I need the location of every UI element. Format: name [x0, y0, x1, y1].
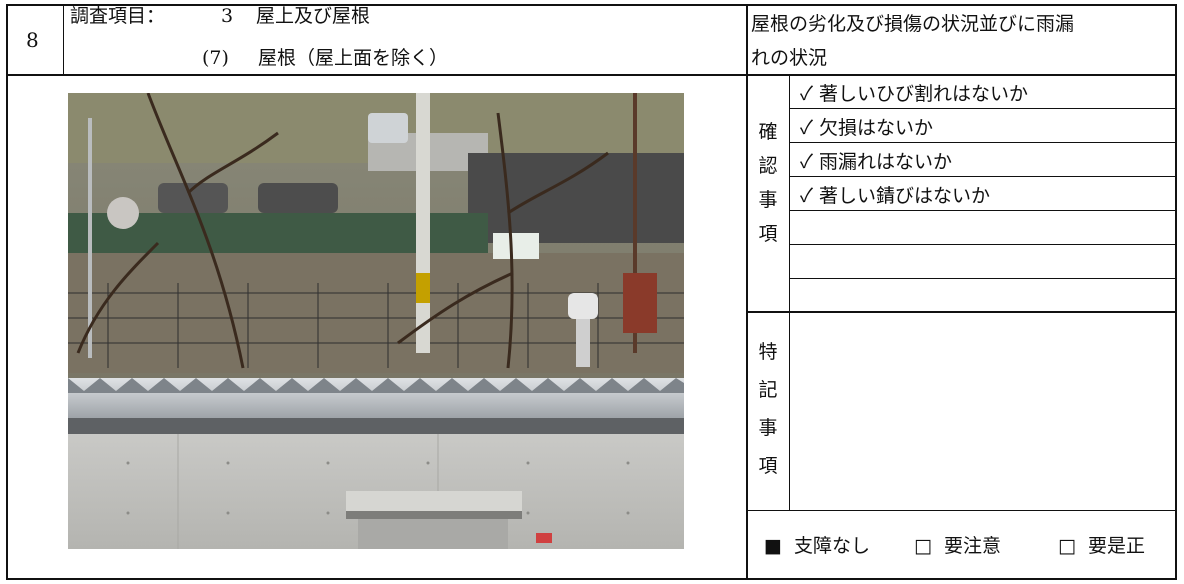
- roof-photo: [68, 93, 684, 549]
- border-left: [6, 4, 8, 580]
- check-row-line: [789, 210, 1176, 211]
- notes-label-char: 特: [758, 341, 778, 363]
- notes-area[interactable]: [790, 313, 1175, 510]
- status-ok-checkbox[interactable]: ■: [764, 535, 782, 557]
- notes-label-char: 項: [758, 455, 778, 477]
- status-ok-label: 支障なし: [794, 535, 871, 557]
- notes-label-char: 記: [758, 379, 778, 401]
- header-divider: [6, 74, 1177, 76]
- check-notes-divider: [747, 311, 1176, 313]
- status-fix-checkbox[interactable]: □: [1058, 535, 1076, 557]
- description-line1: 屋根の劣化及び損傷の状況並びに雨漏: [751, 13, 1075, 35]
- item-number-cell: 8: [26, 28, 39, 52]
- border-right: [1175, 4, 1177, 580]
- item-name: 屋上及び屋根: [256, 5, 371, 27]
- notes-label-char: 事: [758, 417, 778, 439]
- sub-name: 屋根（屋上面を除く）: [258, 47, 449, 69]
- check-row-line: [789, 278, 1176, 279]
- number-divider: [63, 4, 64, 75]
- status-fix-label: 要是正: [1088, 535, 1146, 557]
- check-label-char: 確: [758, 121, 778, 143]
- check-row-line: [789, 108, 1176, 109]
- check-label-char: 認: [758, 155, 778, 177]
- check-label-char: 事: [758, 189, 778, 211]
- status-caution-checkbox[interactable]: □: [914, 535, 932, 557]
- item-number: 3: [221, 5, 234, 27]
- check-row-line: [789, 142, 1176, 143]
- check-item[interactable]: ✓ 著しいひび割れはないか: [800, 83, 1029, 105]
- notes-status-divider: [747, 510, 1176, 511]
- item-label: 調査項目：: [70, 5, 166, 27]
- description-line2: れの状況: [751, 47, 828, 69]
- check-item[interactable]: ✓ 著しい錆びはないか: [800, 185, 991, 207]
- label-col-divider: [789, 75, 790, 511]
- check-item[interactable]: ✓ 欠損はないか: [800, 117, 934, 139]
- check-row-line: [789, 244, 1176, 245]
- status-caution-label: 要注意: [944, 535, 1002, 557]
- check-label-char: 項: [758, 223, 778, 245]
- sub-number: (7): [202, 47, 229, 69]
- check-row-line: [789, 176, 1176, 177]
- check-item[interactable]: ✓ 雨漏れはないか: [800, 151, 953, 173]
- border-bottom: [6, 578, 1177, 580]
- main-divider: [746, 4, 748, 580]
- border-top: [6, 4, 1177, 6]
